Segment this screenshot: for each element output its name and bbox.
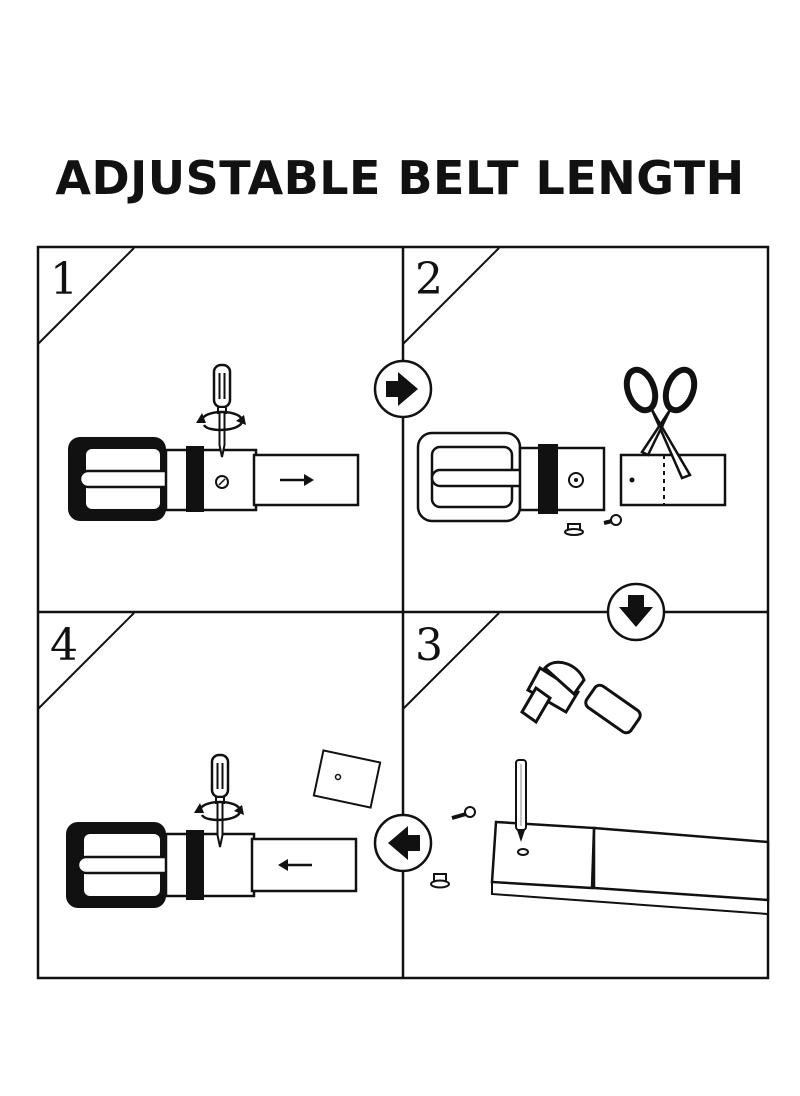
buckle-icon <box>68 437 186 521</box>
step-2-number: 2 <box>415 254 443 305</box>
scissors-icon <box>623 366 698 480</box>
screw-icon <box>603 514 622 526</box>
screw-post-icon <box>430 873 450 889</box>
step-3-number: 3 <box>415 620 443 671</box>
panel-3-illustration <box>430 660 770 916</box>
step-3-badge: 3 <box>402 612 500 710</box>
panel-4-illustration <box>66 749 382 908</box>
step-4-badge: 4 <box>37 612 135 710</box>
arrow-down-connector <box>606 582 666 642</box>
page-title: ADJUSTABLE BELT LENGTH <box>55 151 745 205</box>
step-2-badge: 2 <box>402 247 500 345</box>
screwdriver-icon <box>194 363 248 459</box>
belt-loop <box>186 446 204 512</box>
belt-loop <box>538 444 558 514</box>
arrow-left-icon <box>278 859 312 871</box>
belt-strap <box>619 453 727 507</box>
belt-loop <box>186 830 204 900</box>
arrow-right-connector <box>373 359 433 419</box>
belt-end <box>164 832 256 898</box>
arrow-right-icon <box>280 474 314 486</box>
step-4-number: 4 <box>50 620 78 671</box>
belt-strap <box>250 837 358 893</box>
hammer-icon <box>520 660 642 735</box>
belt-strap <box>490 820 770 916</box>
step-1-badge: 1 <box>37 247 135 345</box>
arrow-left-connector <box>373 813 433 873</box>
screw-icon <box>451 806 476 820</box>
panel-2-illustration <box>416 366 727 536</box>
buckle-icon <box>66 822 186 908</box>
screw-post-icon <box>564 523 584 536</box>
buckle-icon <box>416 431 538 523</box>
panel-1-illustration <box>68 363 360 521</box>
cut-piece-icon <box>312 749 382 809</box>
belt-end <box>518 446 606 512</box>
punch-tool-icon <box>515 759 527 842</box>
belt-end <box>164 448 258 512</box>
step-1-number: 1 <box>50 254 78 305</box>
